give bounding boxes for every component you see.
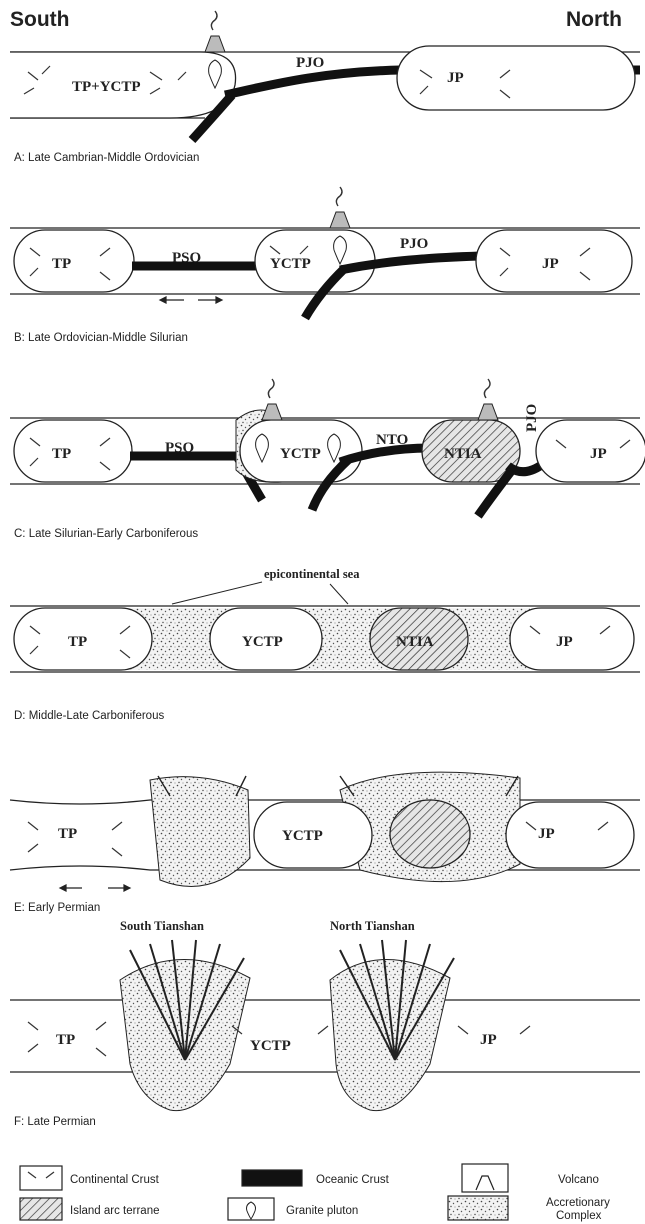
caption-panel-d: D: Middle-Late Carboniferous [14,710,164,722]
legend-continental-swatch [20,1166,62,1190]
label-jp: JP [538,826,555,842]
extension-arrows [160,297,222,303]
continental-crust-jp [397,46,635,110]
panel-d: epicontinental sea TP YCTP NTIA JP [10,567,640,672]
legend-continental-label: Continental Crust [70,1174,160,1186]
continental-crust-tp [14,420,132,482]
panel-c: TP PSO YCTP NTO NTIA PJO JP [10,379,645,516]
label-tp: TP [56,1032,75,1048]
volcano-plume [484,379,490,398]
volcano-icon [330,212,350,228]
label-yctp: YCTP [250,1038,291,1054]
volcano-plume [336,187,342,206]
label-jp: JP [447,70,464,86]
label-yctp: YCTP [282,828,323,844]
volcano-icon [262,404,282,420]
label-jp: JP [556,634,573,650]
legend-accretionary-label-1: Accretionary [546,1197,610,1209]
caption-panel-a: A: Late Cambrian-Middle Ordovician [14,152,199,164]
extension-arrows [60,885,130,891]
legend: Continental Crust Oceanic Crust Volcano … [20,1164,610,1222]
volcano-plume [211,11,217,30]
legend-island-arc-swatch [20,1198,62,1220]
legend-island-arc-label: Island arc terrane [70,1205,160,1217]
continental-crust-jp [506,802,634,868]
continental-crust-tp [14,230,134,292]
label-tp: TP [52,446,71,462]
label-pso: PSO [165,440,194,456]
caption-panel-f: F: Late Permian [14,1116,96,1128]
label-ntia: NTIA [444,446,482,462]
volcano-icon [478,404,498,420]
label-tp: TP [68,634,87,650]
label-pjo: PJO [296,55,324,71]
label-jp: JP [590,446,607,462]
accretionary-complex-north [330,959,450,1110]
label-yctp: YCTP [270,256,311,272]
label-yctp: YCTP [242,634,283,650]
legend-volcano-label: Volcano [558,1174,599,1186]
island-arc-terrane [390,800,470,868]
volcano-plume [268,379,274,398]
panel-b: TP PSO YCTP PJO JP [10,187,640,318]
legend-accretionary-swatch [448,1196,508,1220]
caption-panel-b: B: Late Ordovician-Middle Silurian [14,332,188,344]
legend-oceanic-swatch [242,1170,302,1186]
label-tp: TP [58,826,77,842]
caption-panel-c: C: Late Silurian-Early Carboniferous [14,528,198,540]
label-jp: JP [542,256,559,272]
panel-f: South Tianshan North Tianshan TP YCTP JP [10,919,640,1111]
legend-oceanic-label: Oceanic Crust [316,1174,390,1186]
label-tp: TP [52,256,71,272]
label-pso: PSO [172,250,201,266]
legend-volcano-swatch [462,1164,508,1192]
leader-lines [172,582,348,604]
label-nto: NTO [376,432,408,448]
label-jp: JP [480,1032,497,1048]
label-epicontinental-sea: epicontinental sea [264,567,360,581]
label-ntia: NTIA [396,634,434,650]
volcano-icon [205,36,225,52]
label-pjo: PJO [524,404,540,432]
legend-granite-label: Granite pluton [286,1205,358,1217]
accretionary-complex-south [150,777,250,887]
label-tp-yctp: TP+YCTP [72,79,141,95]
legend-accretionary-label-2: Complex [556,1210,602,1222]
panel-e: TP YCTP JP [10,772,640,891]
panel-a: TP+YCTP PJO JP [10,11,640,140]
label-south-tianshan: South Tianshan [120,919,204,933]
label-pjo: PJO [400,236,428,252]
label-yctp: YCTP [280,446,321,462]
label-north-tianshan: North Tianshan [330,919,415,933]
caption-panel-e: E: Early Permian [14,902,100,914]
